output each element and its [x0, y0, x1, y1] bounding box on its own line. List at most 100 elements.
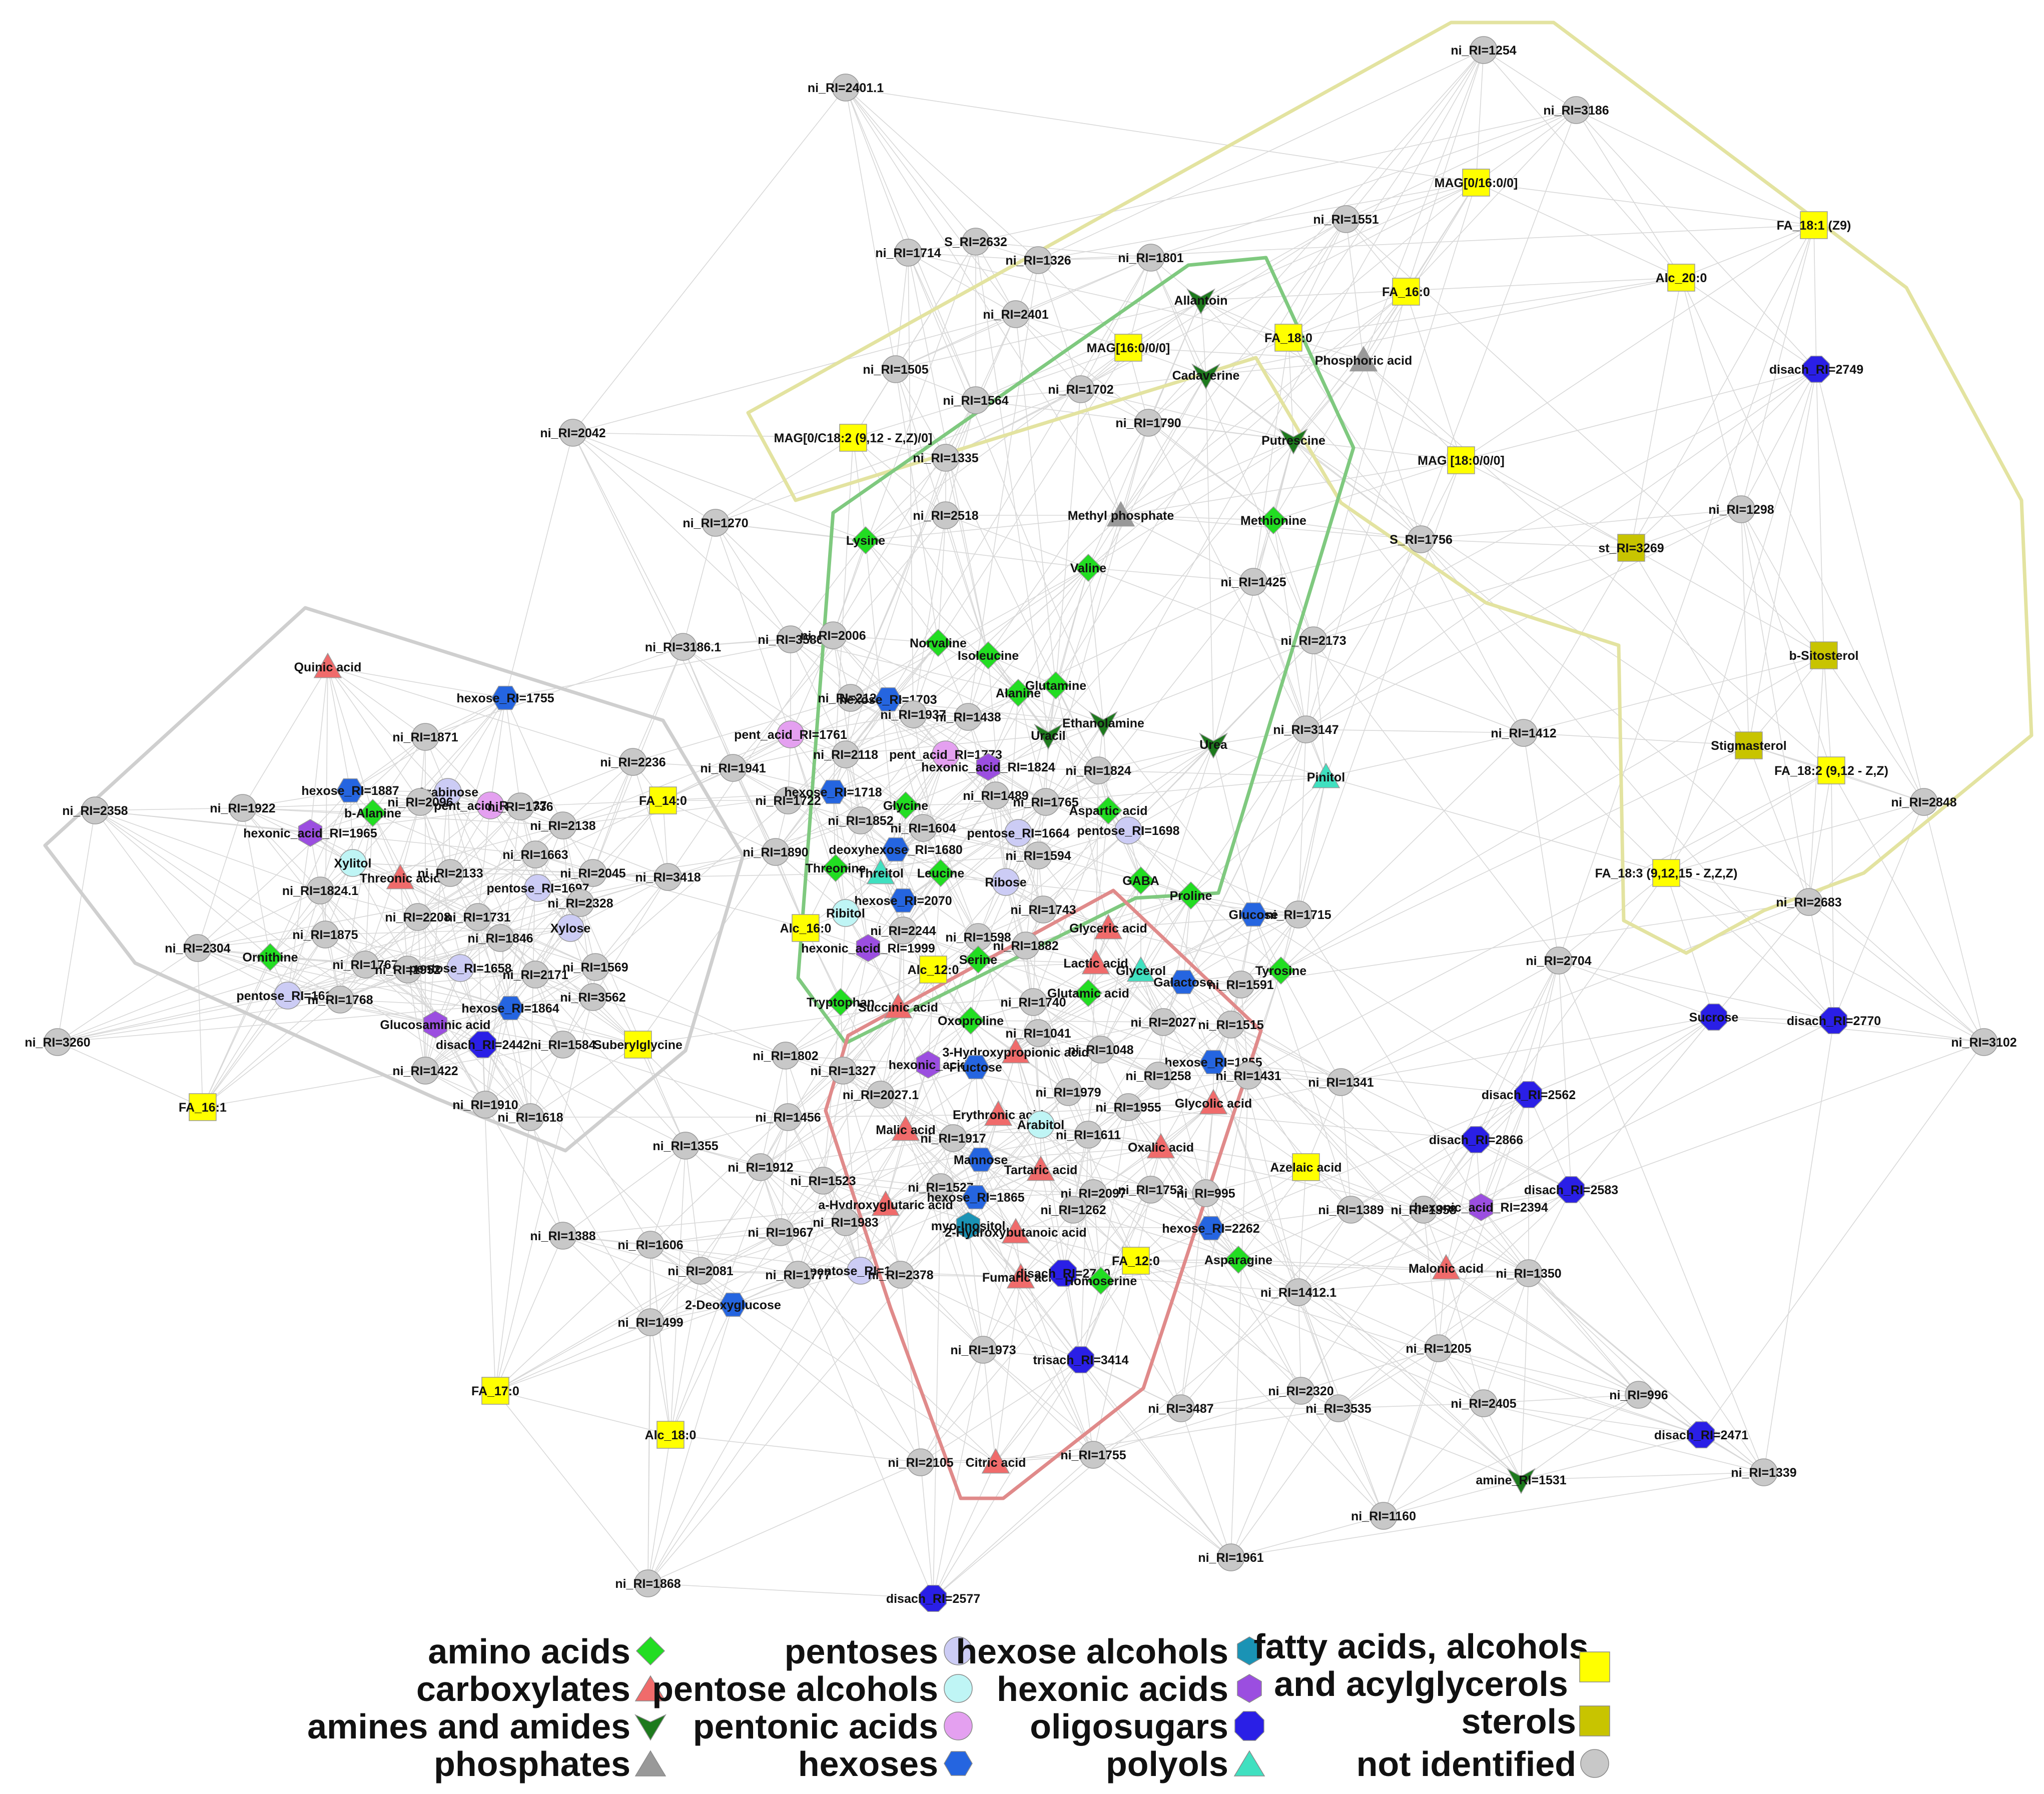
- network-edge: [760, 1055, 786, 1168]
- amino-acids-node-marker: [1224, 1245, 1253, 1274]
- unidentified-node-marker: [1470, 1389, 1498, 1417]
- network-edge: [435, 1008, 511, 1025]
- network-edge: [1040, 1124, 1081, 1360]
- node-label: hexose_RI=1718: [784, 785, 882, 799]
- network-node: ni_RI=1722: [755, 786, 821, 814]
- unidentified-node-marker: [1217, 1543, 1245, 1571]
- node-label: Tartaric acid: [1004, 1163, 1078, 1177]
- network-node: GABA: [1122, 866, 1159, 895]
- unidentified-node-marker: [687, 1257, 715, 1285]
- legend-label-amines: amines and amides: [307, 1707, 630, 1746]
- network-edge: [647, 1322, 651, 1584]
- node-label: ni_RI=995: [1176, 1187, 1235, 1201]
- network-edge: [1576, 110, 1814, 226]
- network-edge: [1213, 1062, 1341, 1083]
- node-label: ni_RI=3102: [1951, 1036, 2016, 1050]
- network-edge: [1681, 277, 1817, 370]
- peripheral-cluster-outline: [43, 606, 745, 1153]
- node-label: Proline: [1170, 889, 1212, 903]
- network-node: ni_RI=1358: [1391, 1196, 1457, 1224]
- network-node: Oxoproline: [938, 1006, 1004, 1035]
- network-edge: [788, 1094, 881, 1118]
- unidentified-node-marker: [326, 986, 354, 1014]
- network-node: deoxyhexose_RI=1680: [829, 837, 963, 862]
- network-edge: [940, 1134, 1089, 1188]
- network-edge: [1923, 801, 1984, 1043]
- node-label: Uracil: [1031, 729, 1065, 743]
- network-edge: [1421, 509, 1742, 540]
- node-label: ni_RI=1569: [562, 961, 628, 975]
- network-edge: [1383, 1348, 1439, 1516]
- network-edge: [1040, 1169, 1239, 1260]
- network-edge: [1100, 1280, 1181, 1409]
- unidentified-node-marker: [1137, 1176, 1165, 1204]
- carboxylates-node-marker: [1146, 1133, 1175, 1159]
- unidentified-node-marker: [671, 1132, 700, 1160]
- node-label: 2-Deoxyglucose: [685, 1298, 781, 1312]
- network-edge: [880, 1067, 976, 1095]
- network-edge: [1120, 219, 1346, 516]
- network-edge: [1748, 745, 1809, 903]
- network-edge: [715, 522, 791, 735]
- network-edge: [447, 697, 506, 792]
- unidentified-node-marker: [1370, 1502, 1398, 1530]
- network-edge: [998, 1114, 1151, 1190]
- oligosugars-node-marker: [1700, 1004, 1727, 1031]
- node-label: Xylose: [550, 922, 591, 936]
- unidentified-node-marker: [767, 1218, 795, 1246]
- network-edge: [1345, 219, 1364, 361]
- network-node: ni_RI=1952: [375, 956, 441, 984]
- fatty-node-marker: [624, 1031, 652, 1059]
- unidentified-node-marker: [1337, 1196, 1365, 1224]
- network-edge: [495, 1322, 651, 1391]
- network-edge: [1523, 732, 1667, 873]
- network-edge: [1528, 1273, 1639, 1395]
- network-edge: [928, 1064, 1069, 1093]
- network-edge: [1298, 1273, 1529, 1293]
- unidentified-node-marker: [1425, 1334, 1453, 1362]
- network-edge: [1150, 219, 1346, 258]
- network-edge: [833, 716, 969, 792]
- network-edge: [1253, 337, 1289, 582]
- network-edge: [733, 1232, 781, 1305]
- node-label: ni_RI=1955: [1095, 1101, 1161, 1115]
- network-edge: [1298, 914, 1482, 1208]
- network-edge: [898, 1007, 969, 1226]
- network-edge: [572, 432, 866, 541]
- network-edge: [833, 754, 946, 792]
- carboxylates-node-marker: [984, 1100, 1013, 1126]
- network-edge: [1833, 801, 1924, 1021]
- network-edge: [1038, 257, 1151, 261]
- node-label: ni_RI=1802: [753, 1049, 818, 1063]
- network-edge: [1340, 1017, 1714, 1083]
- node-label: ni_RI=1731: [445, 911, 510, 925]
- sterols-node-marker: [1810, 641, 1838, 669]
- network-edge: [1253, 776, 1326, 915]
- network-edge: [1305, 369, 1817, 730]
- node-label: hexonic_acid_RI=1824: [921, 760, 1055, 774]
- node-label: MAG [18:0/0/0]: [1418, 454, 1505, 468]
- node-label: ni_RI=1765: [1013, 795, 1078, 809]
- hexoses-node-marker: [889, 888, 917, 913]
- network-edge: [845, 87, 1477, 183]
- network-node: ni_RI=2358: [62, 796, 128, 824]
- network-edge: [1180, 1103, 1214, 1409]
- network-node: Threonic acid: [360, 863, 441, 889]
- unidentified-node-marker: [927, 1173, 955, 1201]
- node-label: hexose_RI=1865: [927, 1191, 1024, 1205]
- network-node: FA_12:0: [1112, 1247, 1160, 1275]
- node-label: ni_RI=1618: [497, 1111, 563, 1125]
- amino-acids-node-marker: [1086, 1266, 1115, 1295]
- network-edge: [365, 812, 373, 965]
- network-node: ni_RI=1584: [530, 1031, 596, 1059]
- node-label: ni_RI=3562: [560, 991, 625, 1005]
- node-label: pentose_RI=1664: [967, 826, 1070, 840]
- network-edge: [1521, 1434, 1702, 1480]
- network-edge: [865, 515, 946, 541]
- network-node: Arabitol: [1017, 1111, 1064, 1139]
- network-node: ni_RI=2006: [800, 621, 866, 649]
- network-edge: [197, 890, 321, 949]
- network-node: ni_RI=1715: [1265, 901, 1331, 929]
- network-node: ni_RI=1611: [1056, 1121, 1121, 1149]
- network-edge: [715, 522, 1089, 568]
